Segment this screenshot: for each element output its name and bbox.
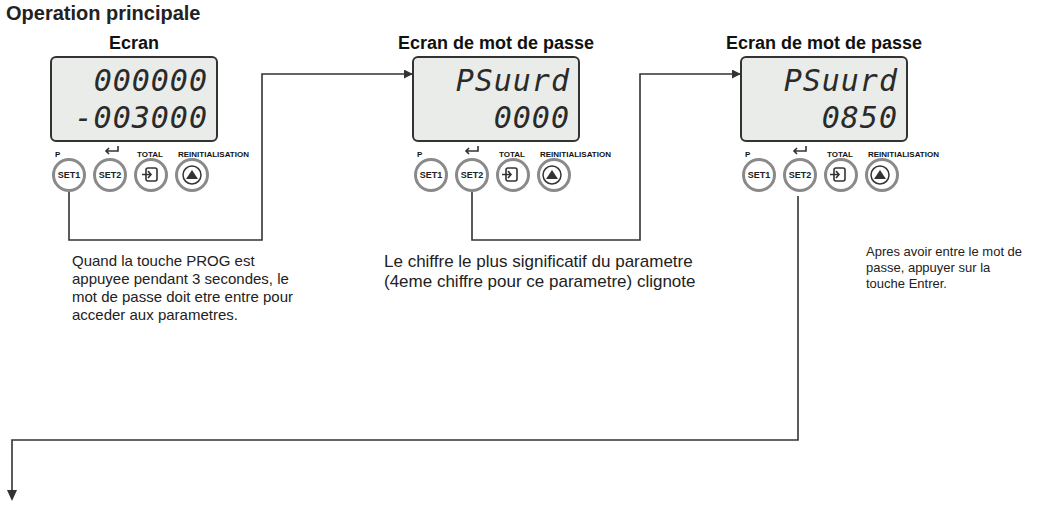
button-label: SET1 <box>58 170 81 180</box>
keypad-button: REINITIALISATION <box>865 158 899 192</box>
button-label: REINITIALISATION <box>868 150 939 159</box>
keypad-button: REINITIALISATION <box>175 158 209 192</box>
lcd-screen: Ecran000000-003000 <box>50 56 218 142</box>
button-label: SET1 <box>748 170 771 180</box>
lcd-digits: -003000 <box>75 102 208 134</box>
step-note: Apres avoir entre le mot de passe, appuy… <box>866 244 1030 292</box>
lcd-digits: 0850 <box>822 102 898 134</box>
continue-arrow <box>7 196 798 501</box>
button-label: TOTAL <box>499 150 525 159</box>
lcd-digits: PSuurd <box>456 65 570 97</box>
keypad-button: TOTAL <box>824 158 858 192</box>
screen-heading: Ecran <box>109 33 159 54</box>
button-label: P <box>417 150 422 159</box>
keypad-button: SET2 <box>783 158 817 192</box>
button-label: REINITIALISATION <box>540 150 611 159</box>
keypad-button: TOTAL <box>134 158 168 192</box>
button-label: SET2 <box>461 170 484 180</box>
step-note: Le chiffre le plus significatif du param… <box>384 252 718 292</box>
step-note: Quand la touche PROG est appuyee pendant… <box>72 252 308 324</box>
diagram-title: Operation principale <box>6 2 200 25</box>
button-label: P <box>745 150 750 159</box>
keypad-button: PSET1 <box>742 158 776 192</box>
keypad-button: REINITIALISATION <box>537 158 571 192</box>
button-label: REINITIALISATION <box>178 150 249 159</box>
keypad-button: SET2 <box>93 158 127 192</box>
lcd-screen: Ecran de mot de passePSuurd0850 <box>740 56 908 142</box>
keypad-button: TOTAL <box>496 158 530 192</box>
button-label: SET2 <box>789 170 812 180</box>
total-icon <box>142 168 845 181</box>
lcd-screen: Ecran de mot de passePSuurd0000 <box>412 56 580 142</box>
lcd-digits: PSuurd <box>784 65 898 97</box>
button-label: TOTAL <box>827 150 853 159</box>
screen-heading: Ecran de mot de passe <box>398 33 594 54</box>
lcd-digits: 000000 <box>94 65 208 97</box>
screen-heading: Ecran de mot de passe <box>726 33 922 54</box>
lcd-digits: 0000 <box>494 102 570 134</box>
button-label: SET1 <box>420 170 443 180</box>
keypad-button: PSET1 <box>52 158 86 192</box>
button-label: SET2 <box>99 170 122 180</box>
button-label: TOTAL <box>137 150 163 159</box>
button-label: P <box>55 150 60 159</box>
keypad-button: PSET1 <box>414 158 448 192</box>
keypad-button: SET2 <box>455 158 489 192</box>
